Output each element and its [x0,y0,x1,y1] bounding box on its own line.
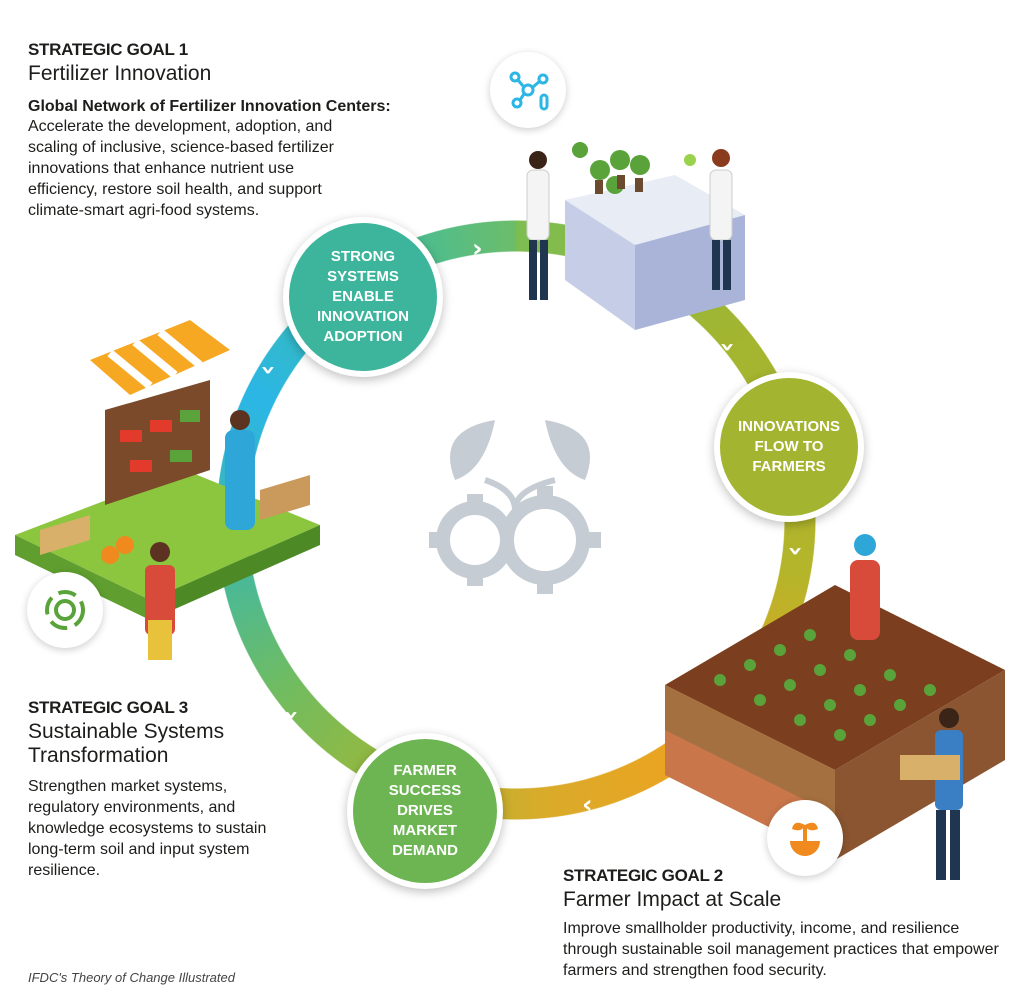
goal-kicker: STRATEGIC GOAL 2 [563,866,723,885]
goal-title: Farmer Impact at Scale [563,888,782,911]
goal-kicker: STRATEGIC GOAL 1 [28,40,188,59]
market-cycle-icon [27,572,103,648]
cycle-step-label: Innovations flow to farmers [738,418,840,475]
caption: IFDC's Theory of Change Illustrated [28,970,235,985]
lab-network-icon [490,52,566,128]
cycle-step-farmer-success: Farmer success drives market demand [347,733,503,889]
cycle-step-strong-systems: Strong systems enable innovation adoptio… [283,217,443,377]
goal-title: Sustainable Systems Transformation [28,720,225,767]
lab-scientists-illustration [526,142,745,330]
strategic-goal-2: STRATEGIC GOAL 2 Farmer Impact at Scale … [563,866,1008,981]
goal-kicker: STRATEGIC GOAL 3 [28,698,188,717]
strategic-goal-3: STRATEGIC GOAL 3 Sustainable Systems Tra… [28,698,293,881]
goal-description: Strengthen market systems, regulatory en… [28,778,267,879]
chevron-left-icon: ‹ [582,790,593,820]
cycle-step-label: Farmer success drives market demand [388,762,462,859]
chevron-right-icon: › [472,234,483,264]
goal-title: Fertilizer Innovation [28,62,212,85]
cycle-step-label: Strong systems enable innovation adoptio… [317,248,409,345]
plant-gear-icon [767,800,843,876]
goal-description: Accelerate the development, adoption, an… [28,118,334,219]
goal-description: Improve smallholder productivity, income… [563,920,999,979]
goal-subtitle: Global Network of Fertilizer Innovation … [28,98,391,115]
center-gears-leaves-icon [429,420,601,594]
cycle-step-innovations-flow: Innovations flow to farmers [714,372,864,522]
strategic-goal-1: STRATEGIC GOAL 1 Fertilizer Innovation G… [28,40,458,221]
chevron-down-icon: › [712,341,743,353]
